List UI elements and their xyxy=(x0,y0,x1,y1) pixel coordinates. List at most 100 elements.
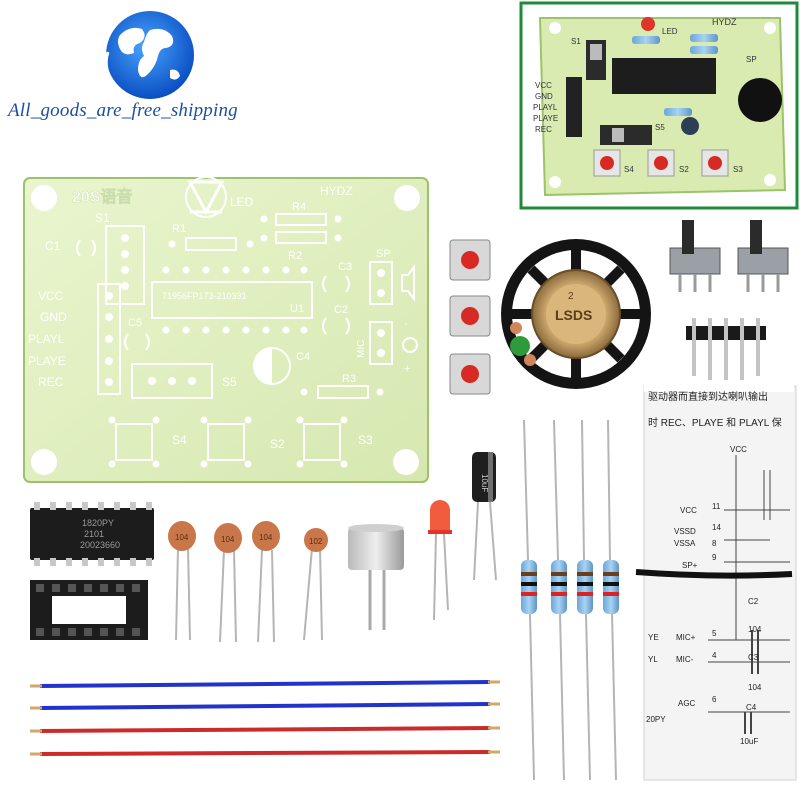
pcb-s2-label: S2 xyxy=(270,437,285,451)
pcb-s5-label: S5 xyxy=(222,375,237,389)
rubber-band xyxy=(635,569,793,579)
schematic-label: YE xyxy=(648,633,659,642)
chip-line3: 20023660 xyxy=(80,540,120,550)
inset-led xyxy=(641,17,655,31)
speaker: 2 LSDS xyxy=(501,239,651,389)
jumper-wires xyxy=(30,680,500,756)
schematic-label: C3 xyxy=(748,653,759,662)
pcb-mic-label: MIC xyxy=(356,340,367,358)
inset-s2-label: S2 xyxy=(679,165,689,174)
inset-chip xyxy=(612,58,716,94)
schematic-label: 8 xyxy=(712,539,717,548)
slide-switches xyxy=(669,220,789,292)
schematic-label: AGC xyxy=(678,699,696,708)
pcb-r1-label: R1 xyxy=(172,223,186,235)
schematic-label: 104 xyxy=(748,683,762,692)
schematic-chinese-1: 驱动器而直接到达喇叭输出 xyxy=(648,390,768,403)
schematic-labels: VCC 11 VCC 14 VSSD VSSA 8 SP+ 9 C2 104 M… xyxy=(646,445,762,746)
pcb-c2-label: C2 xyxy=(334,304,348,316)
schematic-label: YL xyxy=(648,655,658,664)
pcb-s3-label: S3 xyxy=(358,433,373,447)
ic-socket xyxy=(30,580,148,640)
schematic-label: 20PY xyxy=(646,715,666,724)
pcb-c5-label: C5 xyxy=(128,317,142,329)
pcb-s4-label: S4 xyxy=(172,433,187,447)
pcb-pin-playe: PLAYE xyxy=(28,354,66,368)
brand-tagline: All_goods_are_free_shipping xyxy=(8,100,238,121)
pcb-title: 20S语音 xyxy=(72,187,132,206)
inset-s5-label: S5 xyxy=(655,123,665,132)
resistors xyxy=(521,419,619,781)
schematic-label: 6 xyxy=(712,695,717,704)
pcb-u1-label: U1 xyxy=(290,303,304,315)
inset-pin-rec: REC xyxy=(535,125,552,134)
cap-value-4: 102 xyxy=(309,537,323,546)
cap-value-2: 104 xyxy=(221,535,235,544)
pcb-c4-label: C4 xyxy=(296,351,310,363)
schematic-label: SP+ xyxy=(682,561,698,570)
chip-line2: 2101 xyxy=(84,529,104,539)
globe-logo xyxy=(104,11,194,99)
schematic-label: VSSA xyxy=(674,539,696,548)
inset-photo: LED HYDZ SP VCC GND PLAYL PLAYE REC S1 S… xyxy=(519,1,799,210)
pcb-pin-rec: REC xyxy=(38,375,64,389)
pcb-pin-playl: PLAYL xyxy=(28,332,65,346)
cap-value-3: 104 xyxy=(259,533,273,542)
schematic-label: 14 xyxy=(712,523,721,532)
led xyxy=(428,500,452,621)
schematic-label: 104 xyxy=(748,625,762,634)
electrolytic-label: 10uF xyxy=(480,474,489,492)
schematic-label: 10uF xyxy=(740,737,758,746)
schematic-chinese-2: 时 REC、PLAYE 和 PLAYL 保 xyxy=(648,416,782,429)
chip-line1: 1820PY xyxy=(82,518,114,528)
pcb-chip-text: 71956FP173-210331 xyxy=(162,291,247,301)
microphone xyxy=(348,524,404,630)
schematic-label: 11 xyxy=(712,502,721,511)
cap-value-1: 104 xyxy=(175,533,189,542)
pcb-c3-label: C3 xyxy=(338,261,352,273)
pcb-mic-plus: + xyxy=(404,363,410,375)
speaker-number: 2 xyxy=(568,291,574,302)
ic-chip: 1820PY 2101 20023660 xyxy=(30,502,154,566)
pcb-pin-vcc: VCC xyxy=(38,289,64,303)
schematic-label: 5 xyxy=(712,629,717,638)
schematic-label: VSSD xyxy=(674,527,696,536)
tact-buttons xyxy=(449,239,491,395)
inset-pin-playl: PLAYL xyxy=(533,103,558,112)
pcb-pin-gnd: GND xyxy=(40,310,67,324)
speaker-label: LSDS xyxy=(555,307,592,323)
schematic-paper: 驱动器而直接到达喇叭输出 时 REC、PLAYE 和 PLAYL 保 VCC 1… xyxy=(635,380,797,781)
inset-s3-label: S3 xyxy=(733,165,743,174)
pcb-maker: HYDZ xyxy=(320,184,353,198)
schematic-label: VCC xyxy=(680,506,697,515)
pcb-c1-label: C1 xyxy=(45,239,61,253)
schematic-label: 4 xyxy=(712,651,717,660)
pcb-mic-minus: - xyxy=(404,318,408,330)
inset-pin-playe: PLAYE xyxy=(533,114,558,123)
schematic-label: MIC- xyxy=(676,655,694,664)
schematic-label: C4 xyxy=(746,703,757,712)
inset-led-label: LED xyxy=(662,27,678,36)
ceramic-capacitors: 104 104 104 102 xyxy=(168,521,328,643)
inset-maker-label: HYDZ xyxy=(712,17,737,27)
schematic-label: MIC+ xyxy=(676,633,696,642)
inset-sp-label: SP xyxy=(746,55,757,64)
pin-header xyxy=(686,318,766,380)
pcb-r3-label: R3 xyxy=(342,373,356,385)
inset-pin-gnd: GND xyxy=(535,92,553,101)
schematic-label: VCC xyxy=(730,445,747,454)
inset-mic xyxy=(738,78,782,122)
pcb-r4-label: R4 xyxy=(292,201,306,213)
schematic-label: C2 xyxy=(748,597,759,606)
pcb-s1-label: S1 xyxy=(95,211,110,225)
inset-s4-label: S4 xyxy=(624,165,634,174)
inset-s1-label: S1 xyxy=(571,37,581,46)
pcb-r2-label: R2 xyxy=(288,250,302,262)
inset-pin-vcc: VCC xyxy=(535,81,552,90)
schematic-label: 9 xyxy=(712,553,717,562)
electrolytic-capacitor: 10uF xyxy=(472,452,497,581)
main-pcb: 20S语音 LED HYDZ S1 C1 R1 R4 xyxy=(23,176,429,483)
pcb-led-label: LED xyxy=(230,195,254,209)
